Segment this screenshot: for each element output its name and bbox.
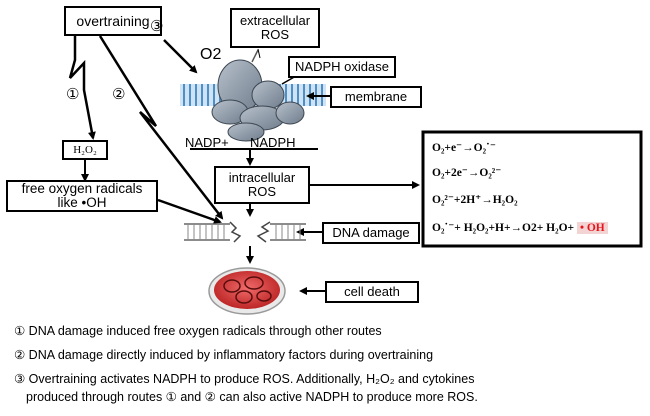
extracellular-label: extracellular (239, 13, 311, 28)
intracellular-ros-label: ROS (247, 184, 277, 199)
nadph-oxidase-box: NADPH oxidase (288, 56, 396, 78)
intracellular-label: intracellular (228, 170, 296, 185)
route3-marker: ③ (150, 18, 164, 35)
note-route1: ① DNA damage induced free oxygen radical… (14, 324, 382, 338)
reactions-panel (421, 130, 643, 248)
ros-connector (257, 48, 261, 59)
membrane-box: membrane (330, 86, 422, 108)
nadph-oxidase-protein-icon (211, 49, 305, 142)
route1-arrow (68, 36, 96, 140)
membrane-label: membrane (344, 89, 408, 104)
overtraining-box: overtraining (64, 6, 162, 36)
radicals-to-dna-arrow (157, 198, 222, 224)
nadph-oxidase-label: NADPH oxidase (295, 59, 389, 74)
nadp-plus-label: NADP+ (185, 135, 229, 150)
extracellular-ros-box: extracellular ROS (230, 8, 320, 48)
free-radicals-line2: like •OH (57, 195, 107, 210)
route2-marker: ② (112, 86, 126, 103)
note-route3-line1: ③ Overtraining activates NADPH to produc… (14, 372, 475, 386)
reaction-3: O₂²⁻+2H⁺→H₂O₂ (432, 194, 518, 206)
route2-arrow (98, 35, 224, 220)
overtraining-label: overtraining (76, 13, 150, 29)
h2o2-box: H₂O₂ (62, 140, 108, 160)
nadph-label: NADPH (250, 135, 296, 150)
free-radicals-line1: free oxygen radicals (21, 181, 143, 196)
note-route3-line2: produced through routes ① and ② can also… (26, 390, 478, 404)
broken-dna-icon (184, 221, 306, 243)
reaction-4: O₂˙⁻+ H₂O₂+H+→O2+ H₂O+ • OH (432, 220, 608, 234)
dna-damage-box: DNA damage (322, 222, 420, 244)
route3-arrow (163, 39, 198, 74)
hydroxyl-radical-label: • OH (576, 222, 608, 234)
cell-death-label: cell death (344, 284, 400, 299)
dna-damage-label: DNA damage (332, 225, 410, 240)
reaction-1: O₂+e⁻→O₂˙⁻ (432, 142, 496, 154)
reaction-4-main: O₂˙⁻+ H₂O₂+H+→O2+ H₂O+ (432, 222, 575, 234)
petri-dish-icon (208, 267, 286, 315)
o2-label: O2 (200, 46, 222, 63)
reaction-2: O₂+2e⁻→O₂²⁻ (432, 167, 502, 179)
note-route2: ② DNA damage directly induced by inflamm… (14, 348, 434, 362)
route1-marker: ① (66, 86, 80, 103)
ros-label: ROS (260, 27, 290, 42)
free-radicals-box: free oxygen radicals like •OH (6, 180, 158, 212)
h2o2-label: H₂O₂ (73, 144, 97, 156)
intracellular-ros-box: intracellular ROS (214, 166, 310, 204)
cell-death-box: cell death (325, 281, 419, 303)
